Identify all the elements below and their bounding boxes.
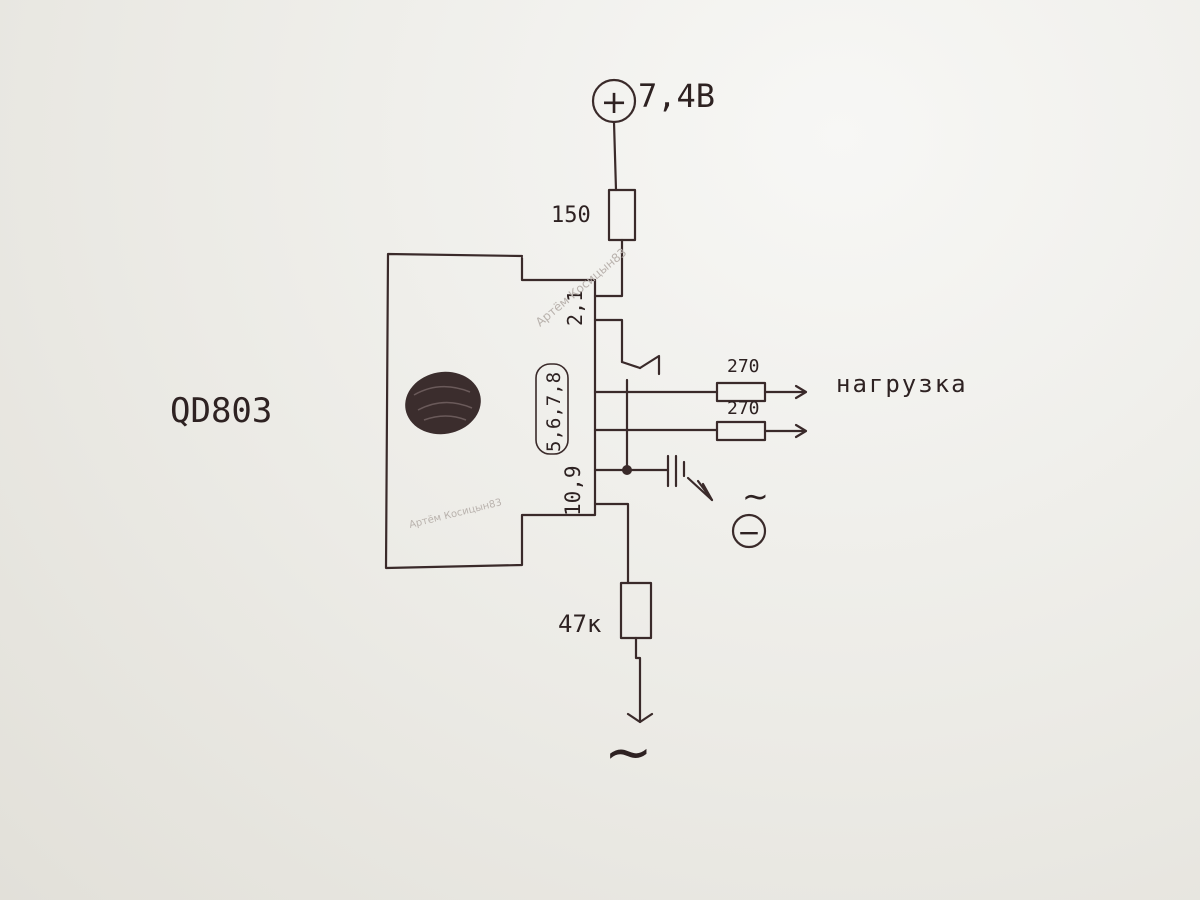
module-name-label: QD803 bbox=[170, 391, 272, 431]
wire-input bbox=[634, 636, 642, 724]
sensor-dome bbox=[405, 371, 481, 435]
pin-label-2-1: 2,1 bbox=[563, 290, 587, 326]
pin-label-5-6-7-8: 5,6,7,8 bbox=[543, 372, 565, 452]
ground-connection bbox=[593, 454, 714, 502]
resistor-47k-label: 47к bbox=[558, 610, 602, 638]
resistor-270-bottom: 270 bbox=[715, 398, 808, 442]
wire-to-47k bbox=[593, 502, 630, 585]
ac-minus-sign: − bbox=[737, 516, 760, 549]
supply-terminal: + 7,4В bbox=[591, 77, 715, 124]
switch-element bbox=[593, 318, 661, 472]
wire-supply bbox=[612, 120, 618, 192]
ac-tilde-bottom: ~ bbox=[604, 718, 653, 786]
ac-tilde-right: ~ bbox=[742, 477, 769, 515]
resistor-270-bottom-label: 270 bbox=[727, 398, 760, 419]
resistor-47k: 47к bbox=[558, 581, 653, 640]
resistor-270-top: 270 bbox=[715, 356, 808, 403]
ac-minus-terminal: ~ − bbox=[731, 477, 769, 549]
load-label: нагрузка bbox=[836, 370, 968, 398]
resistor-150: 150 bbox=[551, 188, 637, 242]
module-watermark: Артём Косицын83 bbox=[408, 497, 503, 531]
wire-to-pin-2-1 bbox=[593, 238, 624, 298]
resistor-150-label: 150 bbox=[551, 203, 591, 228]
supply-voltage-label: 7,4В bbox=[638, 77, 715, 115]
pin-label-10-9: 10,9 bbox=[561, 465, 585, 516]
input-arrow bbox=[626, 712, 654, 724]
supply-plus-symbol: + bbox=[601, 83, 628, 121]
pin-label-5-6-7-8-group: 5,6,7,8 bbox=[535, 363, 569, 455]
resistor-270-top-label: 270 bbox=[727, 356, 760, 377]
